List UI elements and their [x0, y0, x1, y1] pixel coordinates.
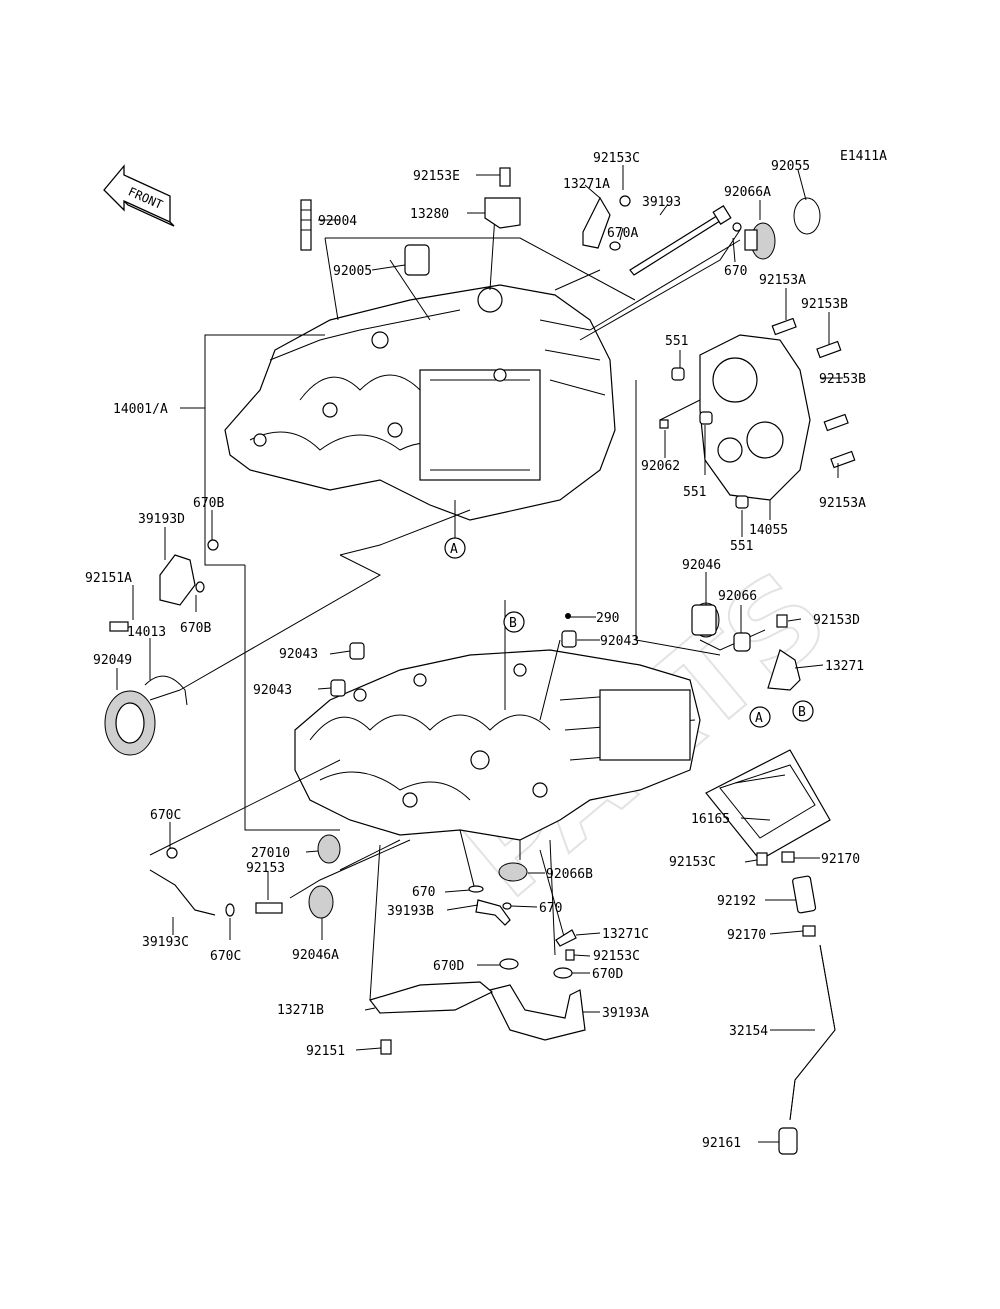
- label-92161: 92161: [702, 1136, 741, 1151]
- label-92062: 92062: [641, 459, 680, 474]
- label-92153E: 92153E: [413, 169, 460, 184]
- front-arrow-icon: FRONT: [103, 164, 175, 227]
- label-92153A-bot: 92153A: [819, 496, 866, 511]
- label-92043-c: 92043: [253, 683, 292, 698]
- label-92153C-top: 92153C: [593, 151, 640, 166]
- label-13271: 13271: [825, 659, 864, 674]
- label-92046A: 92046A: [292, 948, 339, 963]
- label-670: 670: [724, 264, 747, 279]
- label-670C-top: 670C: [150, 808, 181, 823]
- label-670B-top: 670B: [193, 496, 224, 511]
- label-13280: 13280: [410, 207, 449, 222]
- label-92153A-top: 92153A: [759, 273, 806, 288]
- label-670-c: 670: [539, 901, 562, 916]
- label-92153C-bot: 92153C: [593, 949, 640, 964]
- label-92043-a: 92043: [279, 647, 318, 662]
- label-92192: 92192: [717, 894, 756, 909]
- label-92043-b: 92043: [600, 634, 639, 649]
- label-92153C-mid: 92153C: [669, 855, 716, 870]
- label-670D-b: 670D: [592, 967, 623, 982]
- part-labels: 92153E 92153C 92055 13271A 92066A 92004 …: [85, 151, 866, 1151]
- label-670-b: 670: [412, 885, 435, 900]
- ref-marker-a-top: A: [444, 537, 466, 559]
- label-92066A: 92066A: [724, 185, 771, 200]
- label-92151A: 92151A: [85, 571, 132, 586]
- label-16165: 16165: [691, 812, 730, 827]
- label-39193A: 39193A: [602, 1006, 649, 1021]
- label-92153B-mid: 92153B: [819, 372, 866, 387]
- ref-marker-b-right: B: [792, 700, 814, 722]
- label-92049: 92049: [93, 653, 132, 668]
- label-92066: 92066: [718, 589, 757, 604]
- label-92055: 92055: [771, 159, 810, 174]
- label-670D-a: 670D: [433, 959, 464, 974]
- ref-marker-a-bottom: A: [749, 706, 771, 728]
- label-290: 290: [596, 611, 619, 626]
- label-32154: 32154: [729, 1024, 768, 1039]
- label-92153: 92153: [246, 861, 285, 876]
- label-92066B: 92066B: [546, 867, 593, 882]
- label-13271A: 13271A: [563, 177, 610, 192]
- label-14001A: 14001/A: [113, 402, 168, 417]
- svg-text:A: A: [755, 711, 763, 726]
- label-92153B-top: 92153B: [801, 297, 848, 312]
- label-551-mid: 551: [683, 485, 706, 500]
- label-92046: 92046: [682, 558, 721, 573]
- stud-92004: [300, 199, 312, 251]
- small-parts: [104, 167, 856, 1155]
- label-92005: 92005: [333, 264, 372, 279]
- lower-crankcase: [294, 649, 701, 841]
- label-ticks: [116, 165, 843, 1143]
- label-92170-a: 92170: [821, 852, 860, 867]
- label-670A: 670A: [607, 226, 638, 241]
- upper-crankcase: [224, 284, 616, 521]
- label-39193: 39193: [642, 195, 681, 210]
- label-92004: 92004: [318, 214, 357, 229]
- label-39193C: 39193C: [142, 935, 189, 950]
- label-92153D: 92153D: [813, 613, 860, 628]
- label-92170-b: 92170: [727, 928, 766, 943]
- label-39193B: 39193B: [387, 904, 434, 919]
- label-13271B: 13271B: [277, 1003, 324, 1018]
- label-27010: 27010: [251, 846, 290, 861]
- label-14055: 14055: [749, 523, 788, 538]
- label-13271C: 13271C: [602, 927, 649, 942]
- label-670B-bot: 670B: [180, 621, 211, 636]
- svg-text:B: B: [798, 705, 806, 720]
- svg-text:B: B: [509, 616, 517, 631]
- label-14013: 14013: [127, 625, 166, 640]
- label-670C-bot: 670C: [210, 949, 241, 964]
- label-551-bot: 551: [730, 539, 753, 554]
- diagram-code: E1411A: [840, 149, 887, 164]
- label-92151: 92151: [306, 1044, 345, 1059]
- label-39193D: 39193D: [138, 512, 185, 527]
- svg-text:A: A: [450, 542, 458, 557]
- label-551-top: 551: [665, 334, 688, 349]
- ref-marker-b-left: B: [503, 611, 525, 633]
